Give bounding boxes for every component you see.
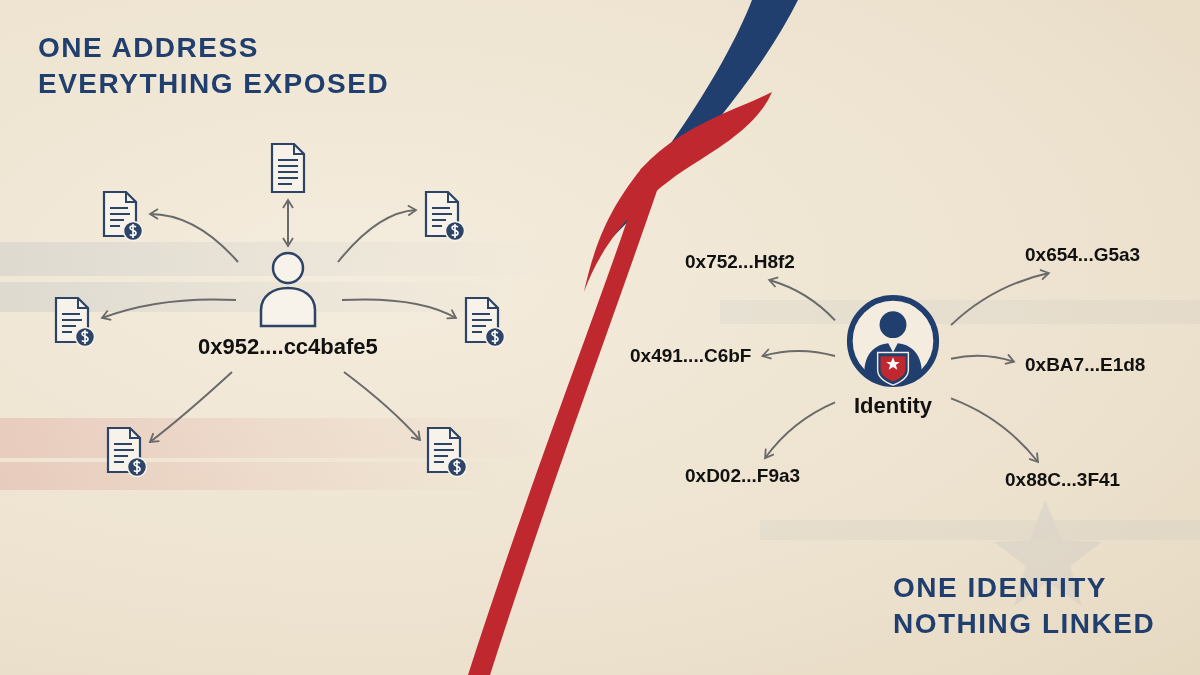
document-icon bbox=[466, 298, 505, 347]
node-label: 0x752...H8f2 bbox=[685, 251, 795, 273]
connector-arrow bbox=[769, 280, 835, 320]
address-node: 0x654...G5a3 bbox=[1019, 242, 1146, 268]
avatar-icon bbox=[845, 293, 941, 389]
node-label: 0xD02...F9a3 bbox=[685, 465, 800, 487]
node-label: 0x952....cc4bafe5 bbox=[198, 334, 378, 360]
leader-arrows bbox=[102, 200, 456, 442]
node-label: 0x88C...3F41 bbox=[1005, 469, 1120, 491]
address-node: 0x491....C6bF bbox=[624, 343, 757, 369]
icon-node: 0x952....cc4bafe5 bbox=[192, 246, 384, 362]
connector-arrow bbox=[951, 273, 1049, 325]
connector-arrow bbox=[951, 356, 1014, 362]
node-label: Identity bbox=[854, 393, 932, 419]
caption-text: ONE IDENTITY NOTHING LINKED bbox=[893, 570, 1193, 643]
document-icon bbox=[56, 298, 95, 347]
address-node: 0xD02...F9a3 bbox=[679, 463, 806, 489]
document-icon bbox=[108, 428, 147, 477]
connector-arrow bbox=[765, 402, 835, 458]
node-label: 0x491....C6bF bbox=[630, 345, 751, 367]
document-icon bbox=[426, 192, 465, 241]
avatar-icon bbox=[253, 248, 323, 330]
address-node: 0xBA7...E1d8 bbox=[1019, 352, 1151, 378]
connector-arrow bbox=[951, 398, 1038, 462]
connector-arrow bbox=[763, 351, 836, 356]
address-node: 0x752...H8f2 bbox=[679, 249, 801, 275]
address-node: 0x88C...3F41 bbox=[999, 467, 1126, 493]
node-label: 0x654...G5a3 bbox=[1025, 244, 1140, 266]
heading-text: ONE ADDRESS EVERYTHING EXPOSED bbox=[38, 30, 418, 103]
icon-node: Identity bbox=[839, 291, 947, 421]
node-label: 0xBA7...E1d8 bbox=[1025, 354, 1145, 376]
document-icon bbox=[272, 144, 304, 192]
document-icon bbox=[428, 428, 467, 477]
document-icon bbox=[104, 192, 143, 241]
